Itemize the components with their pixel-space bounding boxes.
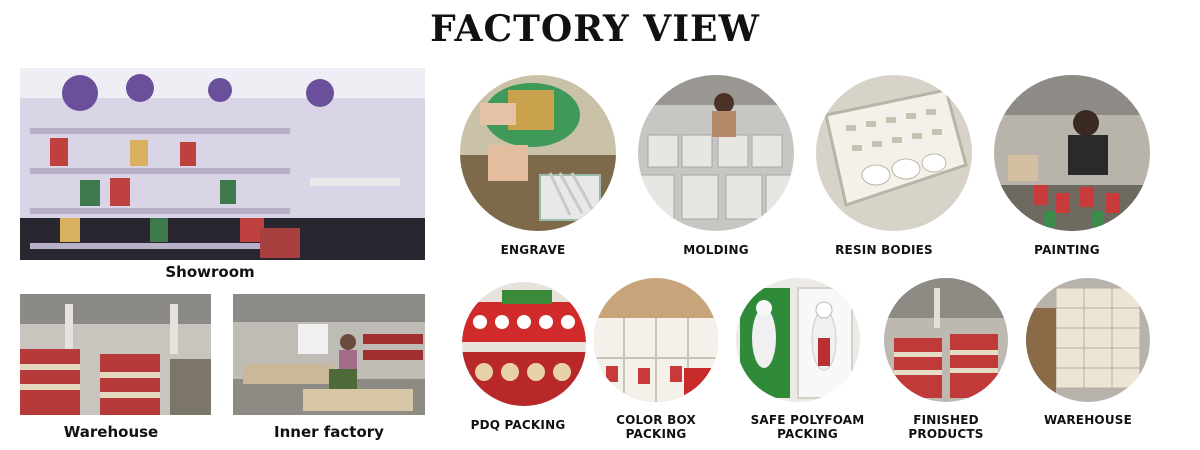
pdq-packing-photo <box>462 282 586 406</box>
painting-photo <box>994 75 1150 231</box>
resin-bodies-photo <box>816 75 972 231</box>
pdq-packing-caption: PDQ PACKING <box>470 418 566 432</box>
inner-factory-caption: Inner factory <box>274 423 384 441</box>
showroom-photo <box>20 68 425 260</box>
color-box-packing-photo <box>594 278 718 402</box>
safe-polyfoam-packing-caption: SAFE POLYFOAM PACKING <box>750 413 865 441</box>
molding-photo <box>638 75 794 231</box>
warehouse-photo <box>20 294 211 415</box>
resin-bodies-caption: RESIN BODIES <box>835 243 933 257</box>
engrave-photo <box>460 75 616 231</box>
painting-caption: PAINTING <box>1034 243 1100 257</box>
page-title: FACTORY VIEW <box>430 8 760 50</box>
warehouse-circle-caption: WAREHOUSE <box>1043 413 1133 427</box>
molding-caption: MOLDING <box>683 243 749 257</box>
safe-polyfoam-packing-photo <box>736 278 860 402</box>
warehouse-circle-photo <box>1026 278 1150 402</box>
engrave-caption: ENGRAVE <box>500 243 566 257</box>
color-box-packing-caption: COLOR BOX PACKING <box>616 413 696 441</box>
showroom-caption: Showroom <box>165 263 255 281</box>
finished-products-photo <box>884 278 1008 402</box>
finished-products-caption: FINISHED PRODUCTS <box>908 413 984 441</box>
warehouse-caption: Warehouse <box>63 423 159 441</box>
inner-factory-photo <box>233 294 425 415</box>
